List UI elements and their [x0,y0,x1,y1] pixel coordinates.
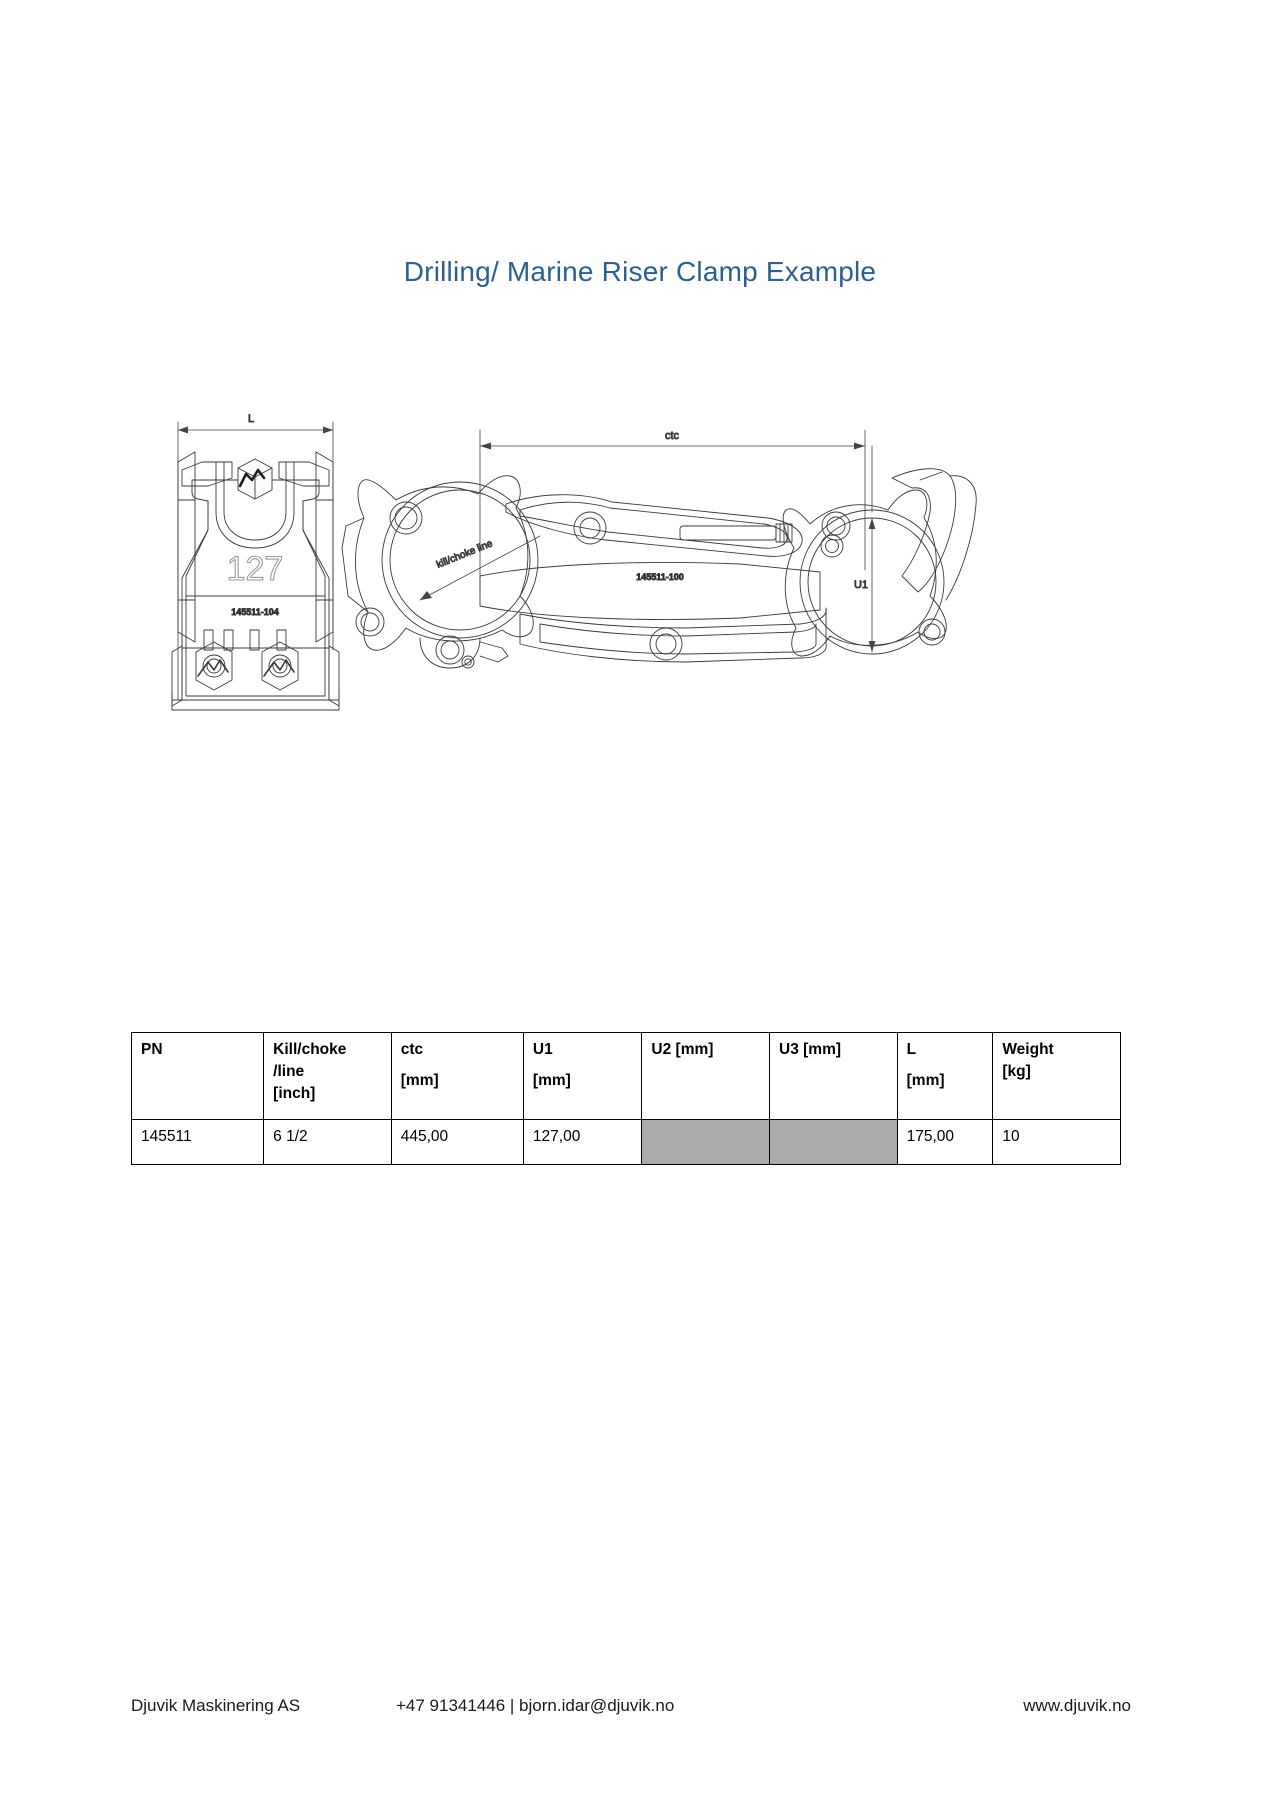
header-line-1: U1 [532,1041,553,1058]
column-header-weight: Weight [kg] [992,1032,1121,1120]
cell-kill-choke: 6 1/2 [263,1119,392,1165]
cell-weight: 10 [992,1119,1121,1165]
header-line-3: [mm] [906,1071,945,1089]
column-header-kill-choke-line: Kill/choke /line [inch] [263,1032,392,1120]
page-footer: Djuvik Maskinering AS +47 91341446 | bjo… [131,1696,1131,1724]
kill-choke-line-callout: kill/choke line [435,538,495,571]
bottom-nut-right [261,641,299,691]
footer-contact: +47 91341446 | bjorn.idar@djuvik.no [396,1696,675,1715]
header-line-1: U2 [mm] [651,1041,714,1058]
column-header-u2: U2 [mm] [641,1032,771,1120]
centre-link-body [479,494,827,663]
cell-pn: 145511 [130,1119,265,1165]
top-view-drawing: ctc [341,430,977,669]
header-line-3: [inch] [273,1085,316,1102]
header-line-1: L [906,1041,917,1058]
table-header-row: PN Kill/choke /line [inch] ctc [mm] U1 [130,1032,1121,1120]
footer-company-name: Djuvik Maskinering AS [131,1696,301,1715]
footer-website[interactable]: www.djuvik.no [1023,1696,1131,1715]
top-view-ctc-label: ctc [665,430,680,442]
header-line-2: [kg] [1002,1063,1031,1080]
header-line-1: Kill/choke [273,1041,347,1058]
header-line-1: Weight [1002,1041,1054,1058]
side-view-dimension-label: L [248,413,254,425]
column-header-l: L [mm] [896,1032,994,1120]
cell-u3 [769,1119,898,1165]
cell-u2 [641,1119,771,1165]
cell-l: 175,00 [896,1119,994,1165]
cell-ctc: 445,00 [390,1119,524,1165]
bottom-nut-left [195,641,233,691]
side-view-emboss-text: 127 [227,550,284,588]
side-view-drawing: L [171,413,340,711]
header-line-1: PN [141,1041,163,1058]
drawing-canvas: L [171,413,977,711]
header-spacer [907,1061,985,1070]
right-tail-handle [891,468,977,601]
column-header-u1: U1 [mm] [522,1032,643,1120]
header-line-1: U3 [mm] [779,1041,842,1058]
header-spacer [401,1061,515,1070]
header-line-2: /line [273,1063,305,1080]
top-view-part-number: 145511-100 [636,572,684,582]
column-header-u3: U3 [mm] [769,1032,898,1120]
side-view-part-number: 145511-104 [231,607,279,617]
left-clamp-ring [341,475,539,669]
header-line-3: [mm] [532,1071,571,1089]
header-spacer [533,1061,633,1070]
technical-drawing: L [120,400,1160,760]
header-line-1: ctc [400,1041,424,1058]
bolt-head-top [237,458,273,500]
top-view-u1-label: U1 [854,579,868,591]
header-line-3: [mm] [400,1071,439,1089]
column-header-pn: PN [130,1032,265,1120]
specification-table: PN Kill/choke /line [inch] ctc [mm] U1 [130,1032,1121,1165]
table-row: 145511 6 1/2 445,00 127,00 175,00 10 [130,1119,1121,1165]
specification-table-wrapper: PN Kill/choke /line [inch] ctc [mm] U1 [130,1032,1121,1165]
cell-u1: 127,00 [522,1119,643,1165]
column-header-ctc: ctc [mm] [390,1032,524,1120]
page-title: Drilling/ Marine Riser Clamp Example [403,256,877,287]
